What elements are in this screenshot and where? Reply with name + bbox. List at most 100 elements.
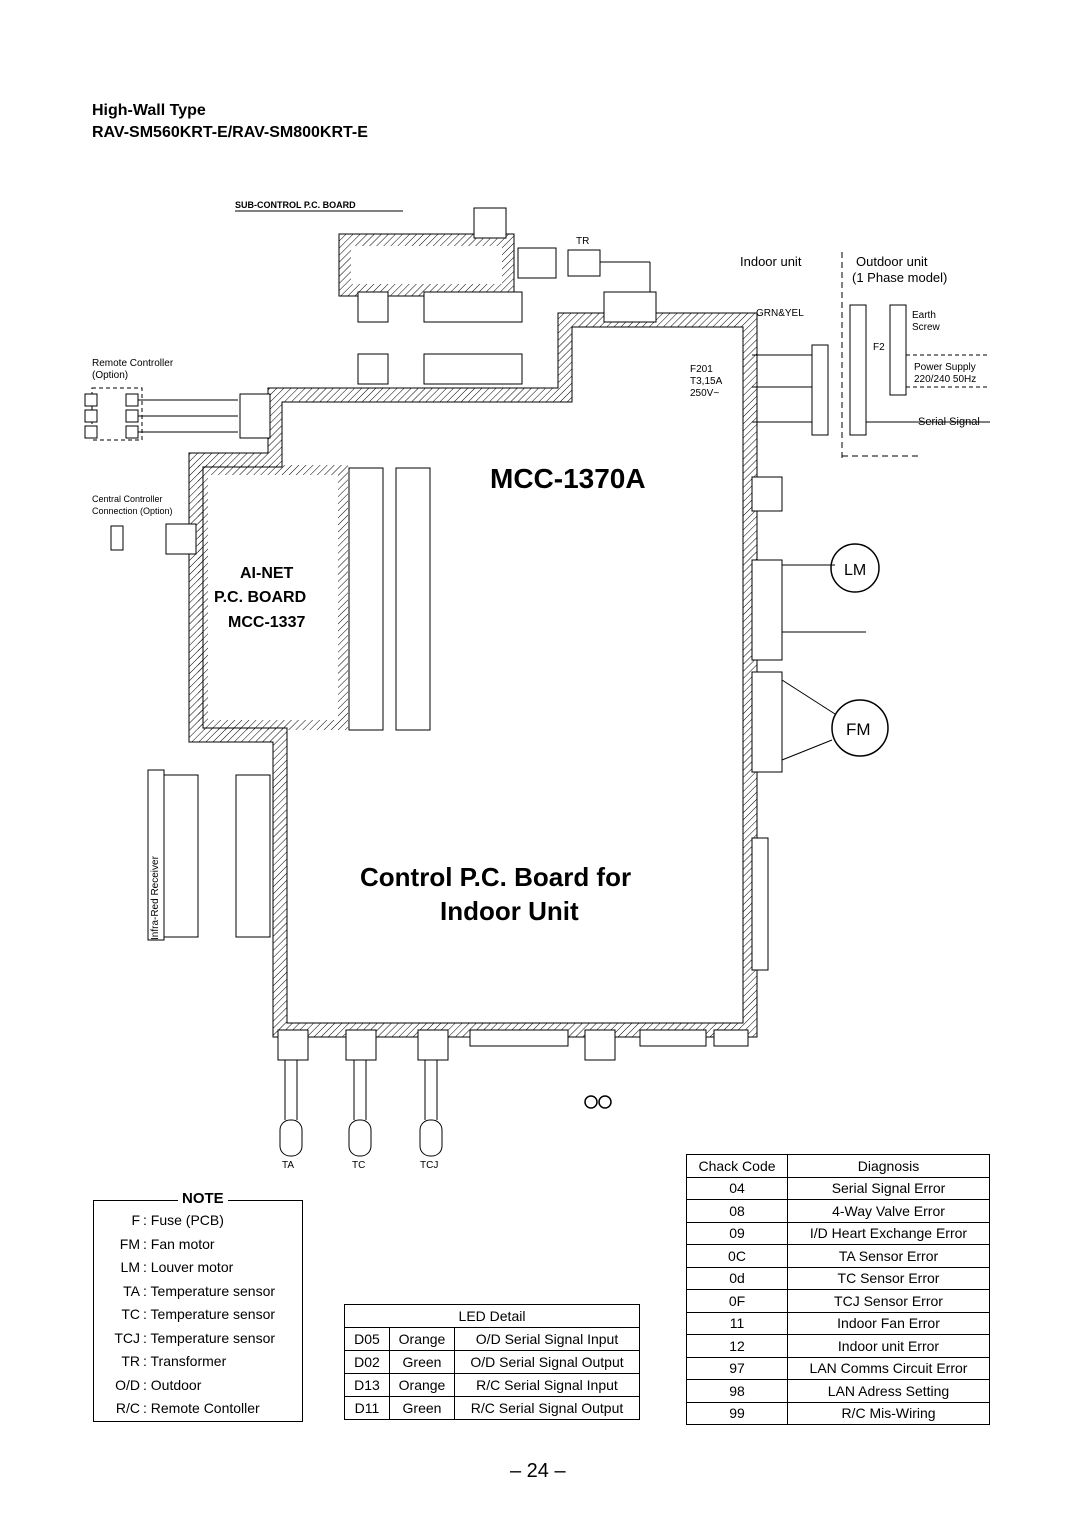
screw-label: Screw	[912, 322, 941, 333]
note-key: TA	[123, 1282, 140, 1299]
led-color: Orange	[389, 1327, 455, 1351]
note-key: TCJ	[114, 1329, 140, 1346]
note-value: : Fuse (PCB)	[143, 1212, 224, 1228]
phase-model-label: (1 Phase model)	[852, 270, 947, 285]
diagnosis: R/C Mis-Wiring	[787, 1401, 990, 1425]
ainet-board	[198, 465, 348, 730]
note-value: : Louver motor	[143, 1259, 234, 1275]
power-supply-label: Power Supply	[914, 362, 976, 373]
f2-label: F2	[873, 342, 885, 353]
ainet-label: AI-NET	[240, 565, 294, 582]
check-code: 04	[686, 1176, 788, 1200]
subcontrol-board	[339, 234, 514, 296]
note-key: O/D	[115, 1376, 140, 1393]
board-caption-2: Indoor Unit	[440, 896, 579, 926]
board-caption-1: Control P.C. Board for	[360, 862, 631, 892]
page-number: – 24 –	[510, 1460, 566, 1482]
note-value: : Fan motor	[143, 1235, 215, 1252]
remote-option-label: (Option)	[92, 370, 128, 381]
diagnosis: Indoor Fan Error	[787, 1311, 990, 1335]
diagnosis: 4-Way Valve Error	[787, 1199, 990, 1223]
tr-label: TR	[576, 236, 589, 247]
note-row: TA: Temperature sensor	[96, 1283, 275, 1299]
sensor-ta-label: TA	[282, 1160, 294, 1171]
note-key: TC	[121, 1306, 140, 1322]
outdoor-unit-label: Outdoor unit	[856, 254, 928, 269]
central-controller-label: Central Controller	[92, 494, 163, 504]
note-title: NOTE	[178, 1190, 228, 1207]
check-code: 98	[686, 1379, 788, 1403]
note-row: F: Fuse (PCB)	[96, 1212, 224, 1228]
fuse-label: F201	[690, 364, 713, 375]
check-code: 0F	[686, 1289, 788, 1313]
led-meaning: R/C Serial Signal Output	[454, 1396, 640, 1420]
note-value: : Remote Contoller	[143, 1400, 260, 1416]
check-code: 99	[686, 1401, 788, 1425]
cn02-connector	[348, 467, 384, 731]
note-row: O/D: Outdoor	[96, 1377, 201, 1393]
led-id: D02	[344, 1350, 390, 1374]
note-value: : Temperature sensor	[143, 1329, 276, 1346]
indoor-unit-label: Indoor unit	[740, 254, 802, 269]
diagnosis: I/D Heart Exchange Error	[787, 1221, 990, 1245]
diagnosis-header: Diagnosis	[787, 1154, 990, 1178]
cn31-connector	[395, 467, 431, 731]
note-row: TR: Transformer	[96, 1353, 226, 1369]
led-id: D13	[344, 1373, 390, 1397]
note-row: R/C: Remote Contoller	[96, 1400, 260, 1416]
type-heading: High-Wall Type	[92, 102, 206, 119]
check-code: 11	[686, 1311, 788, 1335]
note-row: FM: Fan motor	[96, 1236, 215, 1252]
earth-label: Earth	[912, 310, 936, 321]
diagnosis: TA Sensor Error	[787, 1244, 990, 1268]
subcontrol-label: SUB-CONTROL P.C. BOARD	[235, 200, 356, 210]
ainet-board-label: P.C. BOARD	[214, 589, 306, 606]
check-code-header: Chack Code	[686, 1154, 788, 1178]
diagnosis: Serial Signal Error	[787, 1176, 990, 1200]
note-value: : Temperature sensor	[143, 1282, 276, 1299]
led-color: Green	[389, 1350, 455, 1374]
led-meaning: O/D Serial Signal Output	[454, 1350, 640, 1374]
check-code: 08	[686, 1199, 788, 1223]
diagnosis: TCJ Sensor Error	[787, 1289, 990, 1313]
check-code: 0d	[686, 1266, 788, 1290]
sensor-tc-label: TC	[352, 1160, 365, 1171]
sensor-ta: TA	[279, 1060, 303, 1171]
power-spec-label: 220/240 50Hz	[914, 374, 976, 385]
check-code: 09	[686, 1221, 788, 1245]
diagnosis: TC Sensor Error	[787, 1266, 990, 1290]
fuse-voltage-label: 250V~	[690, 388, 719, 399]
led-id: D05	[344, 1327, 390, 1351]
note-key: TR	[121, 1353, 140, 1369]
check-code: 0C	[686, 1244, 788, 1268]
note-value: : Outdoor	[143, 1376, 202, 1393]
led-meaning: O/D Serial Signal Input	[454, 1327, 640, 1351]
model-heading: RAV-SM560KRT-E/RAV-SM800KRT-E	[92, 124, 368, 141]
lm-label: LM	[844, 562, 866, 579]
fuse-rating-label: T3,15A	[690, 376, 723, 387]
note-value: : Temperature sensor	[143, 1306, 276, 1322]
note-key: F	[131, 1212, 140, 1228]
fm-label: FM	[846, 720, 871, 739]
infra-red-label: Infra-Red Receiver	[150, 855, 161, 940]
note-row: TCJ: Temperature sensor	[96, 1330, 275, 1346]
note-key: FM	[119, 1235, 140, 1252]
led-color: Green	[389, 1396, 455, 1420]
sensor-tcj: TCJ	[419, 1060, 443, 1171]
